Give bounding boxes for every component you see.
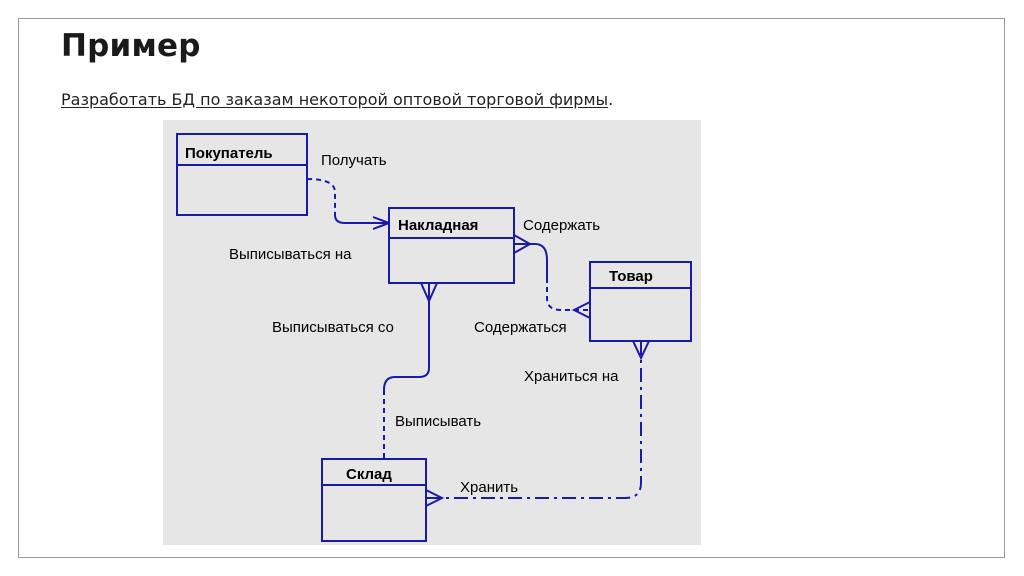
entity-customer[interactable]: Покупатель [176, 133, 308, 216]
entity-invoice-name: Накладная [398, 217, 478, 234]
er-diagram: Покупатель Накладная Товар Склад Получат… [163, 120, 701, 545]
slide-title: Пример [61, 28, 201, 64]
label-invoice-contain: Содержать [523, 217, 600, 234]
crowfoot-product-invoice [571, 301, 591, 319]
crowfoot-product-warehouse [632, 340, 650, 361]
entity-warehouse-name: Склад [346, 466, 392, 483]
relation-customer-invoice-solid [334, 214, 389, 224]
entity-warehouse[interactable]: Склад [321, 458, 427, 542]
slide-subtitle: Разработать БД по заказам некоторой опто… [61, 90, 613, 109]
label-product-contained: Содержаться [474, 319, 567, 336]
relation-invoice-product-solid [514, 243, 548, 278]
relation-customer-invoice-dashed [306, 178, 336, 215]
label-invoice-issued-to: Выписываться на [229, 246, 352, 263]
label-invoice-issued-from: Выписываться со [272, 319, 394, 336]
label-warehouse-issue: Выписывать [395, 413, 481, 430]
entity-product-box [589, 261, 692, 342]
relation-product-warehouse [426, 341, 642, 499]
entity-customer-box [176, 133, 308, 216]
entity-invoice[interactable]: Накладная [388, 207, 515, 284]
entity-product[interactable]: Товар [589, 261, 692, 342]
entity-customer-name: Покупатель [185, 145, 273, 162]
label-product-stored-at: Храниться на [524, 368, 619, 385]
entity-invoice-box [388, 207, 515, 284]
label-customer-receive: Получать [321, 152, 387, 169]
er-diagram-canvas: Покупатель Накладная Товар Склад Получат… [163, 120, 701, 545]
relation-invoice-product-dashed [546, 278, 590, 311]
subtitle-text: Разработать БД по заказам некоторой опто… [61, 90, 609, 109]
relation-invoice-warehouse-solid [383, 283, 430, 391]
crowfoot-warehouse-product [425, 489, 445, 507]
label-warehouse-store: Хранить [460, 479, 518, 496]
entity-warehouse-box [321, 458, 427, 542]
crowfoot-invoice-product [513, 234, 533, 254]
entity-product-name: Товар [609, 268, 653, 285]
subtitle-period: . [608, 90, 614, 109]
crowfoot-invoice-warehouse [420, 282, 438, 304]
